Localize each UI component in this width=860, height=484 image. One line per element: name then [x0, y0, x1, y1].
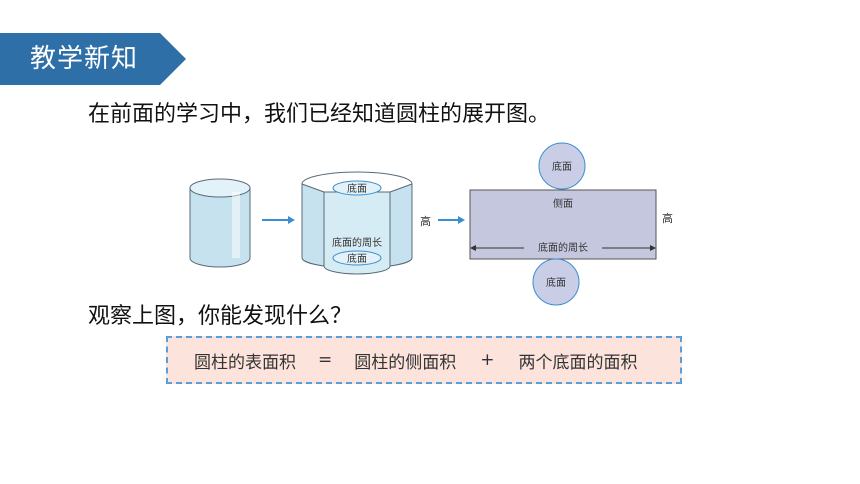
formula-plus: + [480, 350, 495, 370]
height-label-net: 高 [662, 211, 673, 225]
bottom-circle-label: 底面 [546, 276, 566, 289]
base-label-bottom: 底面 [347, 252, 367, 265]
base-label-top: 底面 [347, 182, 367, 195]
question-text: 观察上图，你能发现什么？ [88, 304, 353, 329]
section-banner: 教学新知 [0, 33, 186, 85]
lateral-label: 侧面 [553, 197, 573, 210]
formula-equals: = [318, 350, 333, 370]
cylinder-net-diagram: 底面 底面的周长 底面 高 底面 侧面 底面的周长 高 底面 [189, 142, 673, 306]
formula-term2: 两个底面的面积 [518, 352, 638, 373]
formula-box: 圆柱的表面积 = 圆柱的侧面积 + 两个底面的面积 [166, 336, 682, 384]
solid-cylinder [189, 178, 251, 268]
arrow-right-icon [262, 216, 295, 224]
formula-lhs: 圆柱的表面积 [194, 352, 296, 373]
formula-term1: 圆柱的侧面积 [354, 352, 457, 373]
arrow-right-icon [438, 216, 465, 224]
top-base-circle [538, 142, 586, 190]
unrolling-cylinder [301, 171, 413, 275]
intro-text: 在前面的学习中，我们已经知道圆柱的展开图。 [88, 102, 551, 127]
banner-arrow-shape [0, 33, 186, 85]
bottom-base-circle [532, 258, 580, 306]
banner-title: 教学新知 [30, 44, 139, 74]
net-bottom-label: 底面的周长 [538, 241, 588, 254]
circumference-label: 底面的周长 [332, 236, 382, 249]
height-label-cylinder: 高 [420, 214, 431, 228]
top-circle-label: 底面 [552, 160, 572, 173]
